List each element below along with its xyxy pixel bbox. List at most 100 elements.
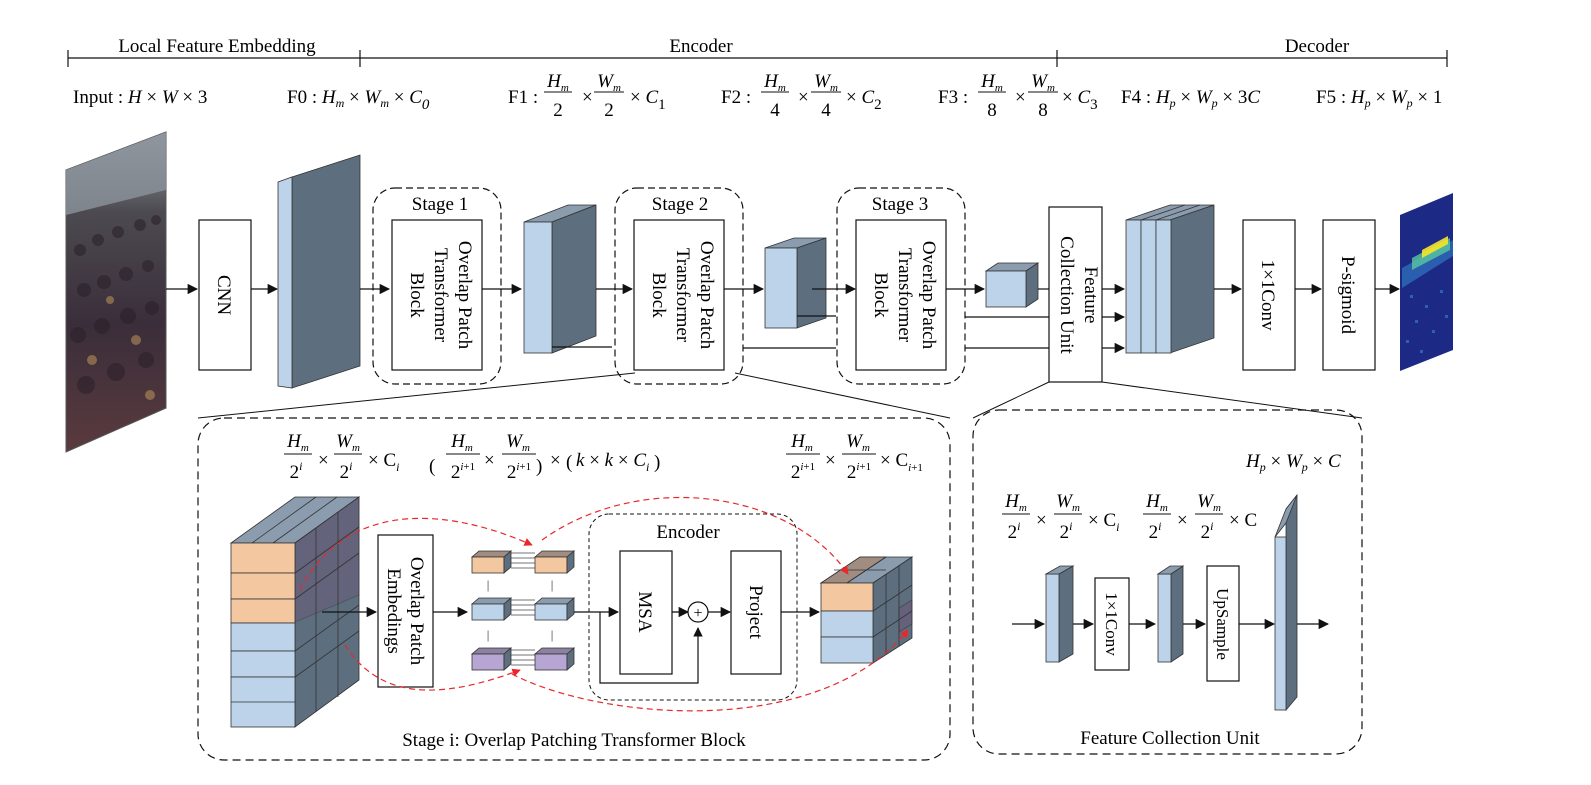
output-density-map	[1400, 193, 1453, 371]
svg-text:2i: 2i	[1008, 519, 1021, 543]
svg-text:× C3: × C3	[1062, 87, 1098, 113]
svg-text:×: ×	[1177, 510, 1188, 531]
patch-ellipsis-4: |	[551, 627, 554, 642]
residual-add-symbol: +	[693, 605, 702, 622]
svg-text:4: 4	[821, 100, 831, 121]
patch-connector-lines	[511, 552, 535, 666]
stage-detail-caption: Stage i: Overlap Patching Transformer Bl…	[402, 730, 746, 751]
svg-text:×: ×	[1015, 87, 1026, 108]
stage1-opt-line3: Block	[406, 272, 427, 318]
svg-text:Wm: Wm	[597, 71, 621, 94]
stage1-opt-line2: Transformer	[430, 248, 451, 343]
section-encoder: Encoder	[669, 36, 733, 57]
stage3-opt-block	[855, 219, 947, 371]
svg-text:Wm: Wm	[1197, 491, 1221, 514]
svg-text:Hm: Hm	[763, 71, 786, 94]
inner-encoder-frame	[588, 513, 798, 701]
svg-text:F2 :: F2 :	[721, 87, 751, 108]
svg-text:×: ×	[1036, 510, 1047, 531]
fcu-label-line2: Collection Unit	[1056, 236, 1077, 354]
stage-detail-dim-out: Hm 2i+1 × Wm 2i+1 × Ci+1	[786, 431, 923, 483]
ope-line2: Embedings	[383, 568, 404, 654]
stage1-label: Stage 1	[412, 194, 468, 215]
stage3-opt-line2: Transformer	[894, 248, 915, 343]
feature-map-f3	[984, 262, 1040, 308]
patch-ellipsis-1: |	[487, 577, 490, 592]
svg-text:Hm: Hm	[1004, 491, 1027, 514]
svg-text:2i: 2i	[1149, 519, 1162, 543]
svg-text:×: ×	[798, 87, 809, 108]
stage-detail-frame	[197, 417, 951, 761]
stage1-opt-block	[391, 219, 483, 371]
svg-text:Wm: Wm	[1031, 71, 1055, 94]
svg-text:2i+1: 2i+1	[847, 461, 871, 483]
svg-text:×: ×	[318, 450, 329, 471]
stage3-frame	[836, 187, 966, 385]
svg-text:Wm: Wm	[1056, 491, 1080, 514]
cnn-label: CNN	[213, 275, 234, 315]
cnn-block	[198, 219, 252, 371]
svg-text:F1 :: F1 :	[508, 87, 538, 108]
svg-text:× Ci: × Ci	[1088, 510, 1119, 534]
fcu-detail-dim-in: Hm 2i × Wm 2i × Ci	[1002, 491, 1119, 543]
svg-text:Hm: Hm	[450, 431, 473, 454]
stage-detail-output-cube	[819, 556, 914, 664]
stage2-frame	[614, 187, 744, 385]
stage2-label: Stage 2	[652, 194, 708, 215]
svg-text:× C: × C	[1229, 510, 1257, 531]
stage2-opt-line1: Overlap Patch	[696, 241, 717, 350]
p-sigmoid-block	[1322, 219, 1376, 371]
feature-map-f4	[1125, 204, 1215, 354]
fcu-detail-frame	[972, 409, 1363, 755]
svg-text:8: 8	[1038, 100, 1048, 121]
fcu-detail-caption: Feature Collection Unit	[1080, 728, 1260, 749]
dim-f1: F1 : Hm 2 × Wm 2 × C1	[508, 71, 666, 121]
overlap-patch-embeddings-block	[377, 534, 434, 688]
svg-text:×: ×	[582, 87, 593, 108]
feature-collection-unit-block	[1048, 206, 1103, 383]
patch-token-rows	[470, 550, 576, 671]
dim-f4: F4 : Hp × Wp × 3C	[1121, 87, 1260, 110]
svg-text:2: 2	[553, 100, 563, 121]
svg-text:): )	[654, 452, 660, 473]
input-crowd-image	[65, 131, 167, 453]
svg-text:Hm: Hm	[286, 431, 309, 454]
svg-text:Hm: Hm	[546, 71, 569, 94]
project-label: Project	[745, 585, 766, 640]
fcu-detail-dim-mid: Hm 2i × Wm 2i × C	[1143, 491, 1257, 543]
feature-map-f1	[523, 204, 597, 354]
stage-detail-dim-patch: ( Hm 2i+1 × Wm 2i+1 ) × ( k × k × Ci )	[429, 431, 660, 483]
svg-text:2: 2	[604, 100, 614, 121]
dim-f3: F3 : Hm 8 × Wm 8 × C3	[938, 71, 1098, 121]
stage2-opt-line2: Transformer	[672, 248, 693, 343]
dim-f0: F0 : Hm × Wm × C0	[287, 87, 430, 113]
dim-f5: F5 : Hp × Wp × 1	[1316, 87, 1442, 110]
svg-text:Wm: Wm	[814, 71, 838, 94]
svg-text:k × k × Ci: k × k × Ci	[576, 450, 649, 474]
svg-text:2i: 2i	[340, 459, 353, 483]
svg-text:(: (	[429, 456, 435, 477]
svg-text:Hm: Hm	[790, 431, 813, 454]
svg-text:Hm: Hm	[1145, 491, 1168, 514]
feature-map-f0	[277, 154, 361, 389]
svg-text:Wm: Wm	[506, 431, 530, 454]
svg-text:× Ci+1: × Ci+1	[880, 450, 923, 474]
fcu-detail-dim-out: Hp × Wp × C	[1245, 451, 1341, 474]
fcu-label-line1: Feature	[1080, 267, 1101, 324]
svg-text:2i+1: 2i+1	[451, 461, 475, 483]
svg-text:4: 4	[770, 100, 780, 121]
fcu-feature-out	[1274, 493, 1298, 712]
svg-text:2i+1: 2i+1	[507, 461, 531, 483]
stage3-opt-line3: Block	[870, 272, 891, 318]
upsample-label: UpSample	[1213, 588, 1232, 660]
ope-line1: Overlap Patch	[406, 557, 427, 666]
stage3-label: Stage 3	[872, 194, 928, 215]
svg-text:2i: 2i	[1201, 519, 1214, 543]
upsample-block	[1206, 565, 1240, 682]
svg-text:F3 :: F3 :	[938, 87, 968, 108]
stage2-opt-line3: Block	[648, 272, 669, 318]
svg-text:(: (	[566, 452, 572, 473]
svg-text:2i: 2i	[1060, 519, 1073, 543]
svg-text:2i+1: 2i+1	[791, 461, 815, 483]
